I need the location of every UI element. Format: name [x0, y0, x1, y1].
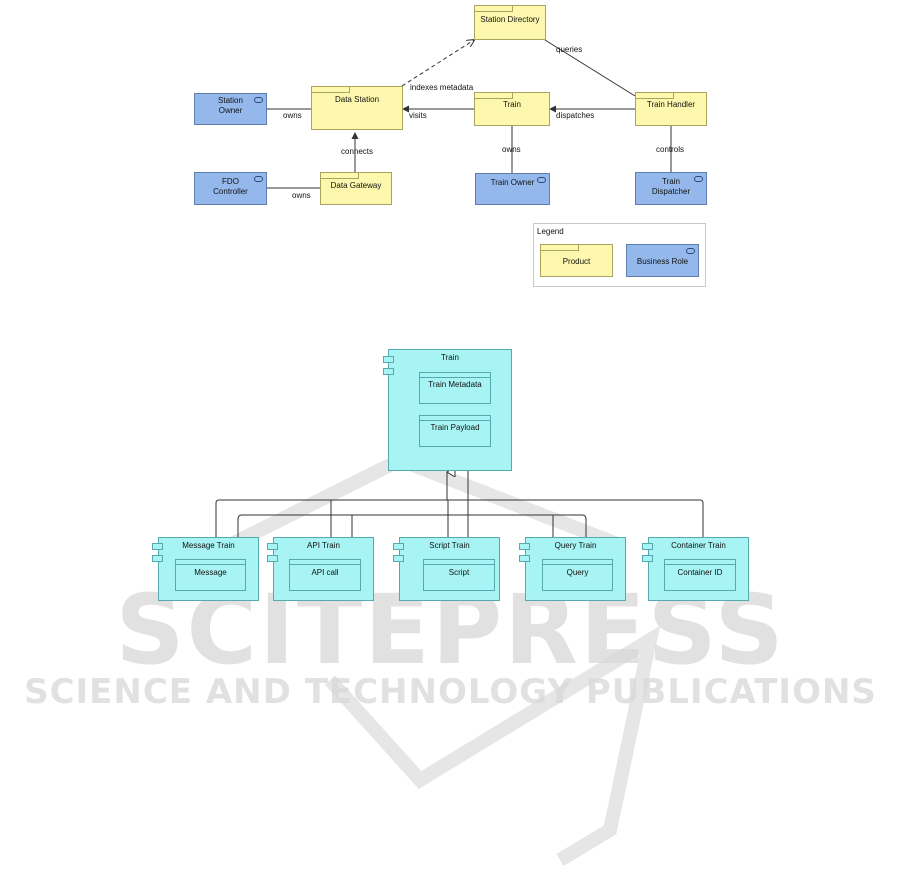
label-owns-station: owns — [283, 111, 302, 120]
edge-indexes-metadata — [401, 40, 474, 87]
legend-product: Product — [540, 244, 613, 277]
label-queries: queries — [556, 45, 583, 54]
component-icon — [383, 356, 394, 363]
container-id-field: Container ID — [664, 559, 736, 591]
component-query-train: Query Train Query — [519, 537, 626, 601]
component-train: Train Train Metadata Train Payload — [383, 349, 512, 471]
business-role-icon — [686, 248, 695, 254]
component-icon — [519, 543, 530, 550]
train-payload: Train Payload — [419, 415, 491, 447]
node-data-station: Data Station — [311, 86, 403, 130]
node-data-gateway: Data Gateway — [320, 172, 392, 205]
component-message-train: Message Train Message — [152, 537, 259, 601]
component-icon — [519, 555, 530, 562]
node-fdo-controller: FDO Controller — [194, 172, 267, 205]
business-role-icon — [254, 176, 263, 182]
api-call-field: API call — [289, 559, 361, 591]
node-train-dispatcher: Train Dispatcher — [635, 172, 707, 205]
component-icon — [152, 543, 163, 550]
node-station-owner: Station Owner — [194, 93, 267, 125]
business-role-icon — [254, 97, 263, 103]
label-owns-train: owns — [502, 145, 521, 154]
business-role-icon — [694, 176, 703, 182]
component-api-train: API Train API call — [267, 537, 374, 601]
train-metadata: Train Metadata — [419, 372, 491, 404]
component-icon — [383, 368, 394, 375]
component-icon — [267, 543, 278, 550]
script-field: Script — [423, 559, 495, 591]
edge-queries — [544, 39, 636, 97]
message-field: Message — [175, 559, 246, 591]
label-visits: visits — [409, 111, 427, 120]
legend-business-role: Business Role — [626, 244, 699, 277]
component-icon — [642, 543, 653, 550]
label-connects: connects — [341, 147, 374, 156]
query-field: Query — [542, 559, 613, 591]
business-role-icon — [537, 177, 546, 183]
node-station-directory: Station Directory — [474, 5, 546, 40]
node-train: Train — [474, 92, 550, 126]
node-train-owner: Train Owner — [475, 173, 550, 205]
component-icon — [152, 555, 163, 562]
component-icon — [393, 543, 404, 550]
label-indexes-metadata: indexes metadata — [410, 83, 474, 92]
label-controls: controls — [656, 145, 685, 154]
component-container-train: Container Train Container ID — [642, 537, 749, 601]
label-dispatches: dispatches — [556, 111, 595, 120]
component-icon — [393, 555, 404, 562]
component-icon — [267, 555, 278, 562]
label-owns-gateway: owns — [292, 191, 311, 200]
component-icon — [642, 555, 653, 562]
legend-title: Legend — [537, 227, 564, 236]
legend: Legend Product Business Role — [533, 223, 706, 287]
node-train-handler: Train Handler — [635, 92, 707, 126]
watermark-subtitle: SCIENCE AND TECHNOLOGY PUBLICATIONS — [24, 672, 877, 712]
component-script-train: Script Train Script — [393, 537, 500, 601]
